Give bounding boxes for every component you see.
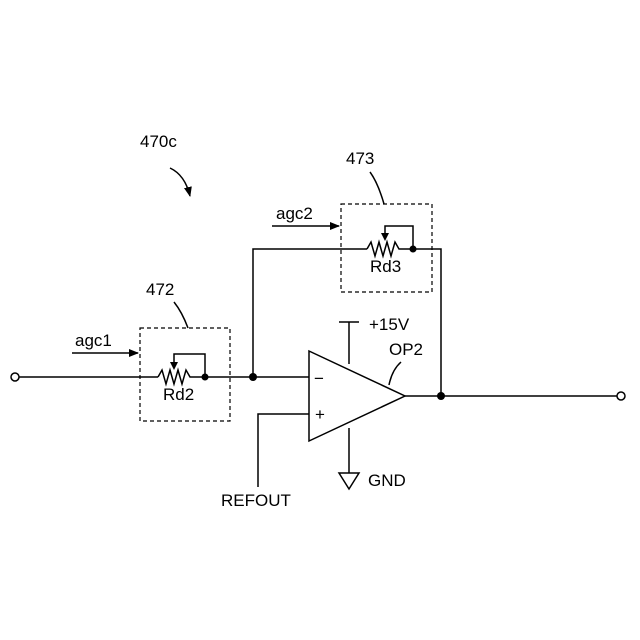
- output-terminal: [617, 392, 625, 400]
- rd3-label: Rd3: [370, 257, 401, 276]
- block-473-label: 473: [346, 149, 374, 168]
- agc2-label: agc2: [276, 204, 313, 223]
- opamp-name-label: OP2: [389, 340, 423, 359]
- block-473-leader: [370, 172, 384, 204]
- supply-label: +15V: [369, 315, 410, 334]
- opamp-inverting-sign: −: [314, 369, 324, 388]
- block-472-leader: [174, 302, 188, 328]
- rd2-wiper-arrow: [170, 362, 178, 370]
- reference-label: REFOUT: [221, 491, 291, 510]
- figure-ref-arrow: [170, 168, 190, 196]
- rd2-resistor: [158, 370, 205, 384]
- block-472-label: 472: [146, 280, 174, 299]
- input-terminal: [11, 373, 19, 381]
- rd3-wiper: [385, 226, 413, 249]
- figure-ref-label: 470c: [140, 132, 177, 151]
- agc1-label: agc1: [75, 331, 112, 350]
- rd2-label: Rd2: [163, 385, 194, 404]
- block-473-box: [341, 204, 432, 292]
- opamp-triangle: [309, 351, 405, 441]
- ground-symbol: [339, 473, 359, 489]
- opamp-noninverting-sign: +: [315, 405, 325, 424]
- output-node: [437, 392, 445, 400]
- ground-label: GND: [368, 471, 406, 490]
- opamp-name-leader: [389, 362, 401, 385]
- rd3-wiper-arrow: [381, 233, 389, 241]
- feedback-wire-right: [413, 249, 441, 396]
- reference-wire: [258, 414, 309, 487]
- rd3-resistor: [367, 242, 413, 256]
